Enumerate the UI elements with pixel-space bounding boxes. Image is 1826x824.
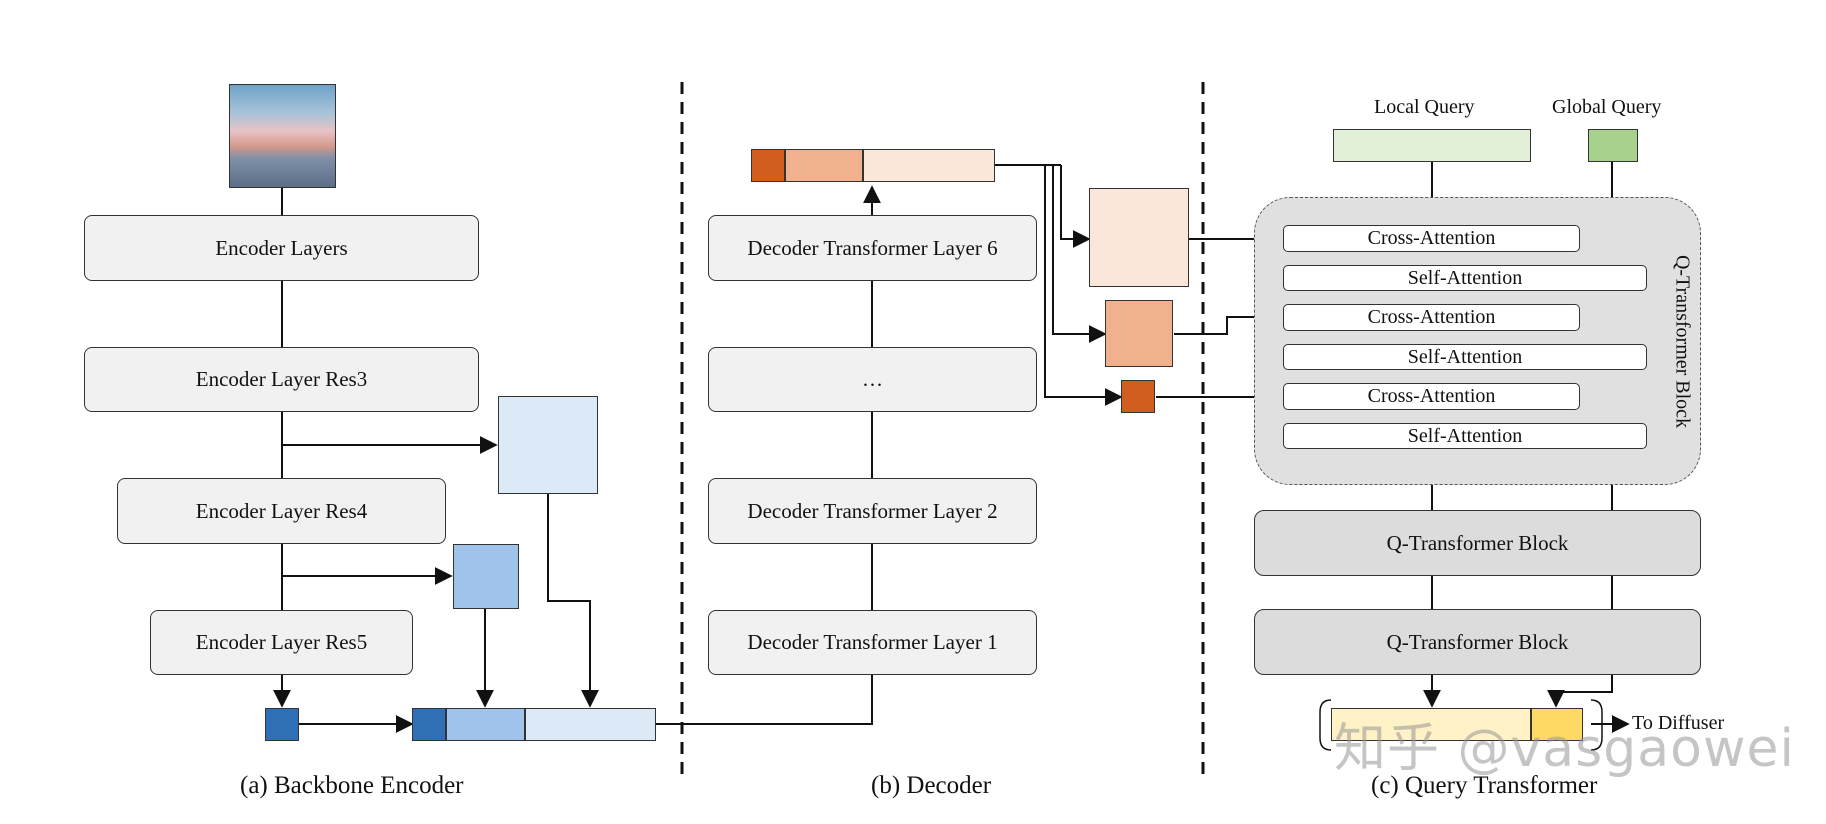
- decoder-layer-1-box: Decoder Transformer Layer 1: [708, 610, 1037, 675]
- output-local-token: [1331, 708, 1531, 741]
- decoder-feature-small: [1121, 380, 1155, 413]
- concat-token-res5: [412, 708, 446, 741]
- encoder-layer-res4-box: Encoder Layer Res4: [117, 478, 446, 544]
- decoder-output-token-2: [785, 149, 863, 182]
- cross-attention-2: Cross-Attention: [1283, 304, 1580, 331]
- decoder-output-token-3: [863, 149, 995, 182]
- local-query-token: [1333, 129, 1531, 162]
- q-transformer-block-2: Q-Transformer Block: [1254, 510, 1701, 576]
- concat-token-res4: [446, 708, 525, 741]
- decoder-ellipsis-box: …: [708, 347, 1037, 412]
- self-attention-2: Self-Attention: [1283, 344, 1647, 370]
- self-attention-3: Self-Attention: [1283, 423, 1647, 449]
- q-transformer-block-group-label: Q-Transformer Block: [1671, 254, 1694, 429]
- encoder-layer-res5-box: Encoder Layer Res5: [150, 610, 413, 675]
- concat-token-res3: [525, 708, 656, 741]
- output-global-token: [1531, 708, 1583, 741]
- caption-backbone-encoder: (a) Backbone Encoder: [240, 772, 464, 799]
- encoder-layers-box: Encoder Layers: [84, 215, 479, 281]
- cross-attention-3: Cross-Attention: [1283, 383, 1580, 410]
- self-attention-1: Self-Attention: [1283, 265, 1647, 291]
- local-query-label: Local Query: [1374, 96, 1475, 118]
- res4-feature-map: [453, 544, 519, 609]
- caption-decoder: (b) Decoder: [871, 772, 992, 799]
- global-query-token: [1588, 129, 1638, 162]
- decoder-feature-medium: [1105, 300, 1173, 367]
- decoder-layer-2-box: Decoder Transformer Layer 2: [708, 478, 1037, 544]
- decoder-layer-6-box: Decoder Transformer Layer 6: [708, 215, 1037, 281]
- cross-attention-1: Cross-Attention: [1283, 225, 1580, 252]
- watermark: 知乎 @vasgaowei: [1334, 719, 1795, 779]
- decoder-feature-large: [1089, 188, 1189, 287]
- to-diffuser-label: To Diffuser: [1632, 712, 1725, 734]
- decoder-output-token-1: [751, 149, 785, 182]
- encoder-layer-res3-box: Encoder Layer Res3: [84, 347, 479, 412]
- global-query-label: Global Query: [1552, 96, 1662, 118]
- res3-feature-map: [498, 396, 598, 494]
- input-image: [229, 84, 336, 188]
- res5-token: [265, 708, 299, 741]
- caption-query-transformer: (c) Query Transformer: [1371, 772, 1598, 799]
- q-transformer-block-3: Q-Transformer Block: [1254, 609, 1701, 675]
